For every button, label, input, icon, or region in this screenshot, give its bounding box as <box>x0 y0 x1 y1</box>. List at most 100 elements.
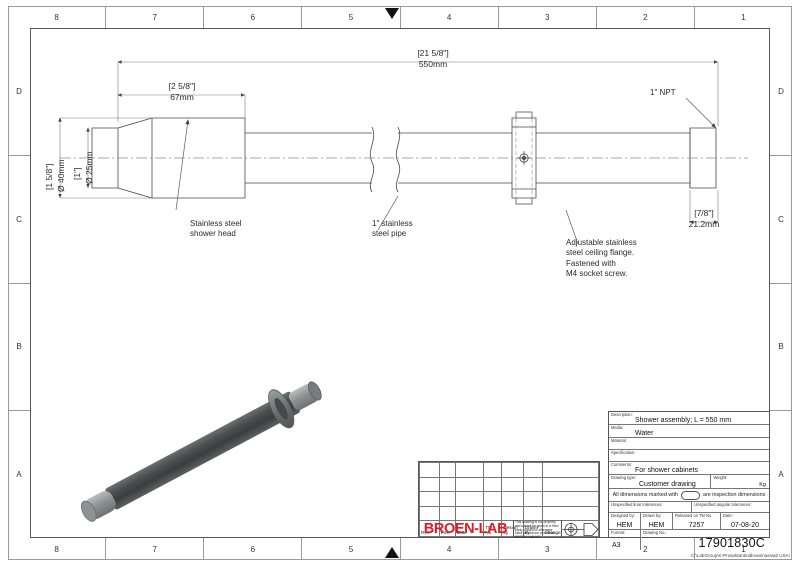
rev-cell <box>501 462 524 478</box>
title-row-drawing-no: Format: A3 Drawing No.: 17901830C <box>609 530 769 550</box>
logo-row: BROEN-LAB This drawing is our property a… <box>418 520 600 538</box>
revision-table-header-row: Rev. Pos. Date TM No. Design by Drawn by… <box>419 520 599 537</box>
rev-cell <box>483 462 503 478</box>
rev-header-design-by: Design by <box>501 520 524 537</box>
linear-tolerance-cell[interactable]: Unspecified linar tolerances: <box>609 502 693 513</box>
comments-value: For shower cabinets <box>635 467 699 474</box>
date-value: 07-08-20 <box>730 522 760 529</box>
angular-tolerance-cell[interactable]: Unspecified angular tolerances: <box>692 502 769 513</box>
legal-note: This drawing is our property and cannot … <box>514 520 562 538</box>
zone-marker-top: 7 <box>106 6 205 28</box>
file-path-footer: C:\LabGroup\K-Prosektantindbvaninassiab … <box>690 553 790 558</box>
zone-marker-left: A <box>16 470 22 480</box>
title-row-comments: Comments: For shower cabinets <box>609 462 769 475</box>
weight-cell[interactable]: Weight: Kg <box>711 475 769 489</box>
zone-marker-right: D <box>770 28 792 156</box>
rev-cell <box>483 505 503 522</box>
dimension-nozzle-diameter-imperial: [1"] <box>72 167 82 180</box>
drawing-no-cell[interactable]: Drawing No.: 17901830C <box>641 530 769 550</box>
zone-strip-bottom: 8 7 6 5 4 3 2 1 <box>8 538 792 560</box>
rev-cell <box>522 491 544 507</box>
date-cell[interactable]: Date: 07-08-20 <box>721 513 769 530</box>
linear-tolerance-label: Unspecified linar tolerances: <box>611 502 663 507</box>
inspection-note-prefix: All dimensions marked with <box>612 492 678 498</box>
designed-by-label: Designed by: <box>611 513 635 518</box>
drawing-type-value: Customer drawing <box>639 481 696 488</box>
zone-marker-bottom: 1 <box>741 544 746 554</box>
rev-cell <box>542 462 599 478</box>
media-label: Media: <box>611 425 624 430</box>
rev-header-pos: Pos. <box>438 520 456 537</box>
dimension-body-diameter-imperial: [1 5/8"] <box>44 163 54 190</box>
drawing-no-value: 17901830C <box>698 535 765 550</box>
weight-label: Weight: <box>713 475 728 480</box>
description-value: Shower assembly; L = 550 mm <box>635 417 732 424</box>
zone-marker-right: B <box>770 284 792 412</box>
angular-tolerance-label: Unspecified angular tolerances: <box>694 502 752 507</box>
rev-cell <box>419 505 440 522</box>
drawn-by-value: HEM <box>648 522 665 529</box>
designed-by-cell[interactable]: Designed by: HEM <box>609 513 641 530</box>
dimension-nozzle-diameter-metric: Ø 25mm <box>84 151 94 184</box>
zone-marker-bottom: 5 <box>302 538 401 560</box>
material-cell[interactable]: Material: <box>609 438 769 450</box>
format-cell[interactable]: Format: A3 <box>609 530 641 550</box>
rev-cell <box>454 491 485 507</box>
media-cell[interactable]: Media: Water <box>609 425 769 438</box>
released-on-value: 7257 <box>688 522 705 529</box>
zone-marker-top: 3 <box>499 6 597 28</box>
zone-marker-left: B <box>8 284 30 412</box>
specification-label: Specification: <box>611 450 636 455</box>
title-row-media: Media: Water <box>609 425 769 438</box>
zone-marker-top: 6 <box>204 6 303 28</box>
zone-marker-left: D <box>8 28 30 156</box>
designed-by-value: HEM <box>616 522 633 529</box>
zone-marker-bottom: 7 <box>106 538 205 560</box>
table-row[interactable] <box>419 476 599 493</box>
released-on-cell[interactable]: Released on TM No. 7257 <box>673 513 721 530</box>
comments-label: Comments: <box>611 462 632 467</box>
rev-cell <box>483 491 503 507</box>
zone-marker-bottom: 2 <box>597 538 695 560</box>
description-cell[interactable]: Description: Shower assembly; L = 550 mm <box>609 412 769 425</box>
rev-cell <box>419 476 440 493</box>
rev-cell <box>438 462 456 478</box>
specification-cell[interactable]: Specification: <box>609 450 769 462</box>
table-row[interactable] <box>419 491 599 507</box>
callout-steel-pipe: 1" stainless steel pipe <box>372 219 413 239</box>
dimension-overall-length: [21 5/8"] 550mm <box>417 48 449 69</box>
rev-cell <box>419 462 440 478</box>
description-label: Description: <box>611 412 633 417</box>
zone-strip-top: 8 7 6 5 4 3 2 1 <box>8 6 792 28</box>
rev-cell <box>522 505 544 522</box>
zone-marker-right: A <box>778 470 784 480</box>
rev-cell <box>522 476 544 493</box>
table-row[interactable] <box>419 462 599 478</box>
zone-marker-right: C <box>770 156 792 284</box>
title-row-material: Material: <box>609 438 769 450</box>
rev-cell <box>522 462 544 478</box>
callout-ceiling-flange: Adjustable stainless steel ceiling flang… <box>566 238 637 279</box>
drawing-type-cell[interactable]: Drawing type: Customer drawing <box>609 475 712 489</box>
rev-cell <box>454 476 485 493</box>
table-row[interactable] <box>419 505 599 522</box>
drawn-by-label: Drawn by: <box>643 513 662 518</box>
date-label: Date: <box>723 513 733 518</box>
projection-symbol <box>562 520 600 538</box>
rev-cell <box>454 505 485 522</box>
zone-marker-top: 4 <box>401 6 499 28</box>
dimension-head-length: [2 5/8"] 67mm <box>168 81 196 102</box>
format-label: Format: <box>611 530 626 535</box>
zone-marker-bottom: 6 <box>204 538 303 560</box>
title-row-tolerances: Unspecified linar tolerances: Unspecifie… <box>609 502 769 513</box>
zone-marker-bottom: 4 <box>401 538 499 560</box>
rev-cell <box>483 476 503 493</box>
callout-npt-thread: 1" NPT <box>650 88 676 97</box>
comments-cell[interactable]: Comments: For shower cabinets <box>609 462 769 475</box>
center-mark-bottom-icon <box>385 547 399 558</box>
material-label: Material: <box>611 438 627 443</box>
drawn-by-cell[interactable]: Drawn by: HEM <box>641 513 673 530</box>
rev-cell <box>438 505 456 522</box>
rev-header-tm-no: TM No. <box>483 520 503 537</box>
zone-strip-right: D C B A <box>770 28 792 538</box>
